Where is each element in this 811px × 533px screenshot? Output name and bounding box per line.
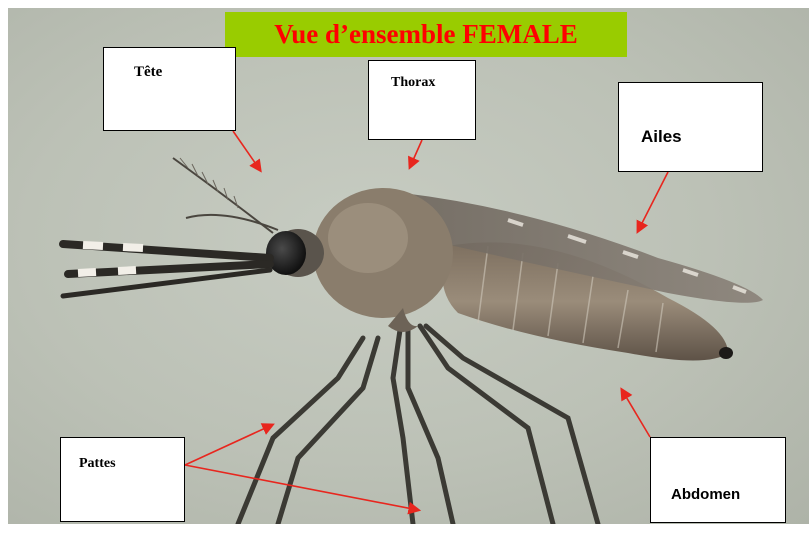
abdomen-label: Abdomen <box>671 486 740 503</box>
abdomen-label-box: Abdomen <box>650 437 786 523</box>
wings-label-box: Ailes <box>618 82 763 172</box>
legs-label-box: Pattes <box>60 437 185 522</box>
legs-label: Pattes <box>79 456 116 472</box>
diagram-title: Vue d’ensemble FEMALE <box>225 12 627 57</box>
thorax-label: Thorax <box>391 75 435 91</box>
wings-label: Ailes <box>641 127 682 147</box>
head-label-box: Tête <box>103 47 236 131</box>
thorax-label-box: Thorax <box>368 60 476 140</box>
head-label: Tête <box>134 64 162 81</box>
